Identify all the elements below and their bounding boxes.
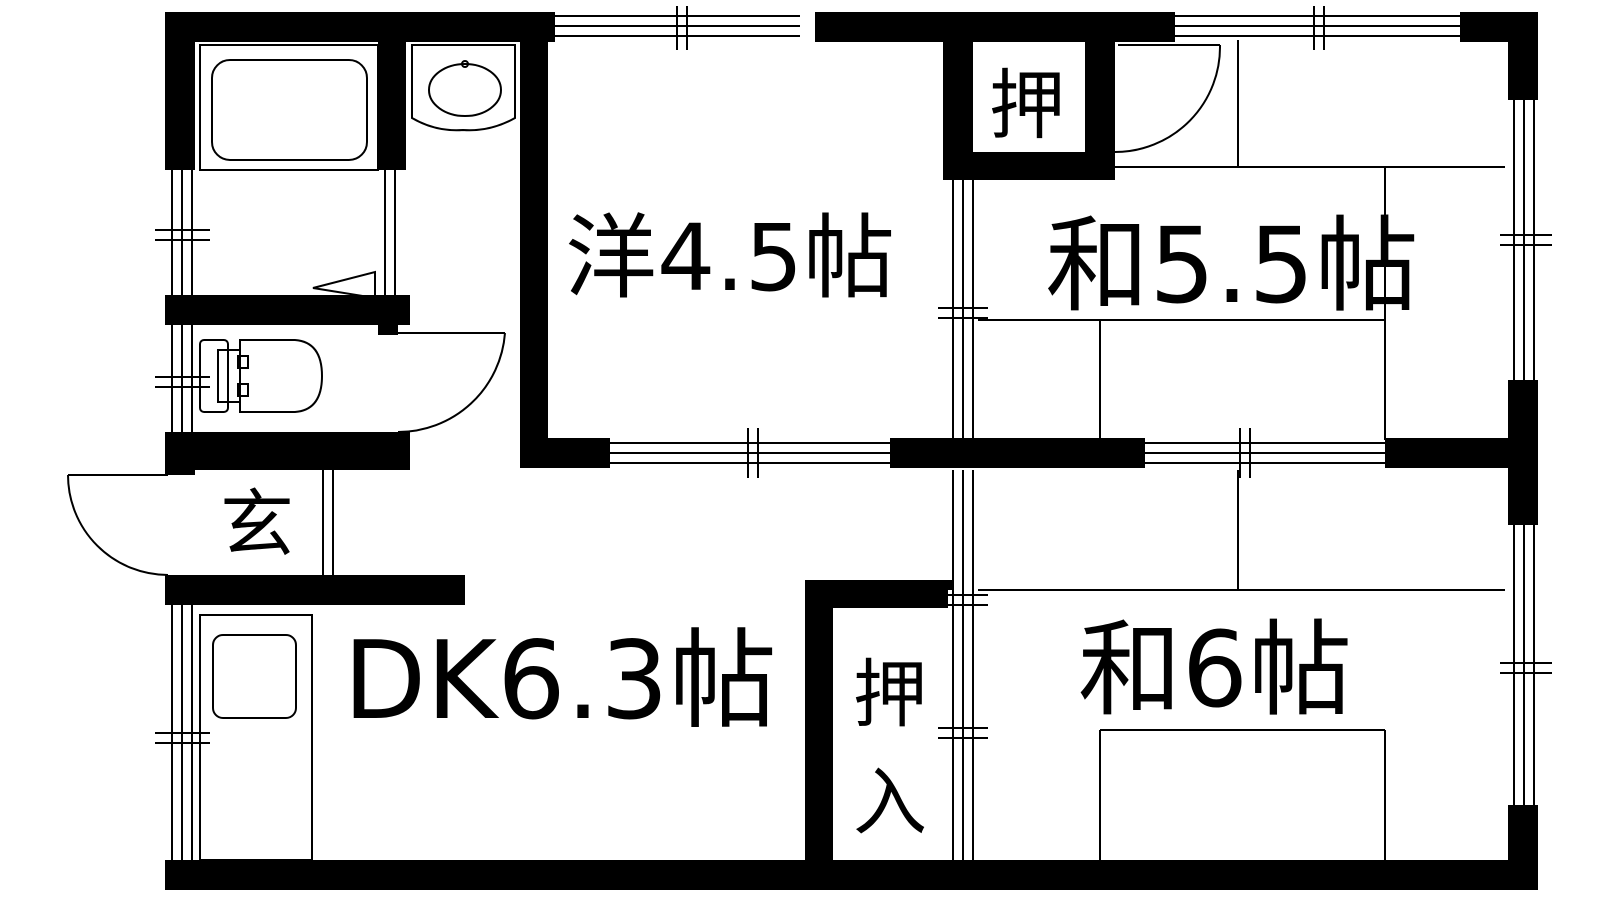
wall — [520, 12, 548, 467]
wall — [1508, 12, 1538, 100]
closet-door-arc — [1114, 44, 1222, 153]
room-label-western: 洋4.5帖 — [565, 205, 895, 312]
sink-icon — [212, 634, 297, 719]
toilet-bowl-icon — [239, 339, 324, 413]
wall — [1085, 12, 1115, 180]
wall — [165, 860, 195, 890]
wall — [165, 12, 195, 170]
wall — [165, 12, 555, 42]
washbasin-icon — [428, 63, 502, 117]
wall — [890, 438, 1145, 468]
wall — [165, 860, 1538, 890]
room-label-entrance: 玄 — [220, 482, 294, 568]
room-label-closet-bottom-2: 入 — [853, 760, 927, 846]
fixtures — [199, 44, 516, 861]
washbasin-outer — [411, 44, 516, 132]
faucet-icon — [461, 60, 469, 68]
wall — [378, 12, 406, 170]
wall — [378, 325, 398, 335]
wall — [815, 12, 1175, 42]
windows — [155, 6, 1552, 865]
bathtub-outer — [199, 44, 379, 171]
room-label-japanese-b: 和6帖 — [1078, 609, 1352, 731]
room-label-closet-bottom-1: 押 — [853, 652, 927, 738]
entrance-door-arc — [67, 474, 169, 576]
wall — [165, 575, 465, 605]
room-labels: 洋4.5帖 和5.5帖 和6帖 DK6.3帖 玄 押 押 入 — [220, 61, 1419, 846]
wall — [943, 152, 1113, 180]
toilet-detail — [237, 383, 249, 397]
wall — [378, 295, 406, 325]
toilet-tank-icon — [199, 339, 229, 413]
toilet-detail — [237, 355, 249, 369]
room-label-japanese-a: 和5.5帖 — [1045, 205, 1418, 327]
toilet-door-arc — [397, 332, 506, 434]
walls — [165, 12, 1538, 890]
wall — [943, 580, 953, 590]
wall — [1385, 438, 1538, 468]
sliding-doors — [322, 180, 1385, 860]
room-label-closet-top: 押 — [989, 61, 1065, 150]
wall — [165, 432, 410, 470]
wall — [165, 295, 410, 325]
wall — [520, 438, 610, 468]
bathtub-icon — [211, 59, 368, 161]
drain-icon — [312, 270, 376, 300]
room-label-dk: DK6.3帖 — [343, 619, 777, 744]
wall — [805, 580, 833, 880]
tatami-lines — [978, 40, 1505, 860]
